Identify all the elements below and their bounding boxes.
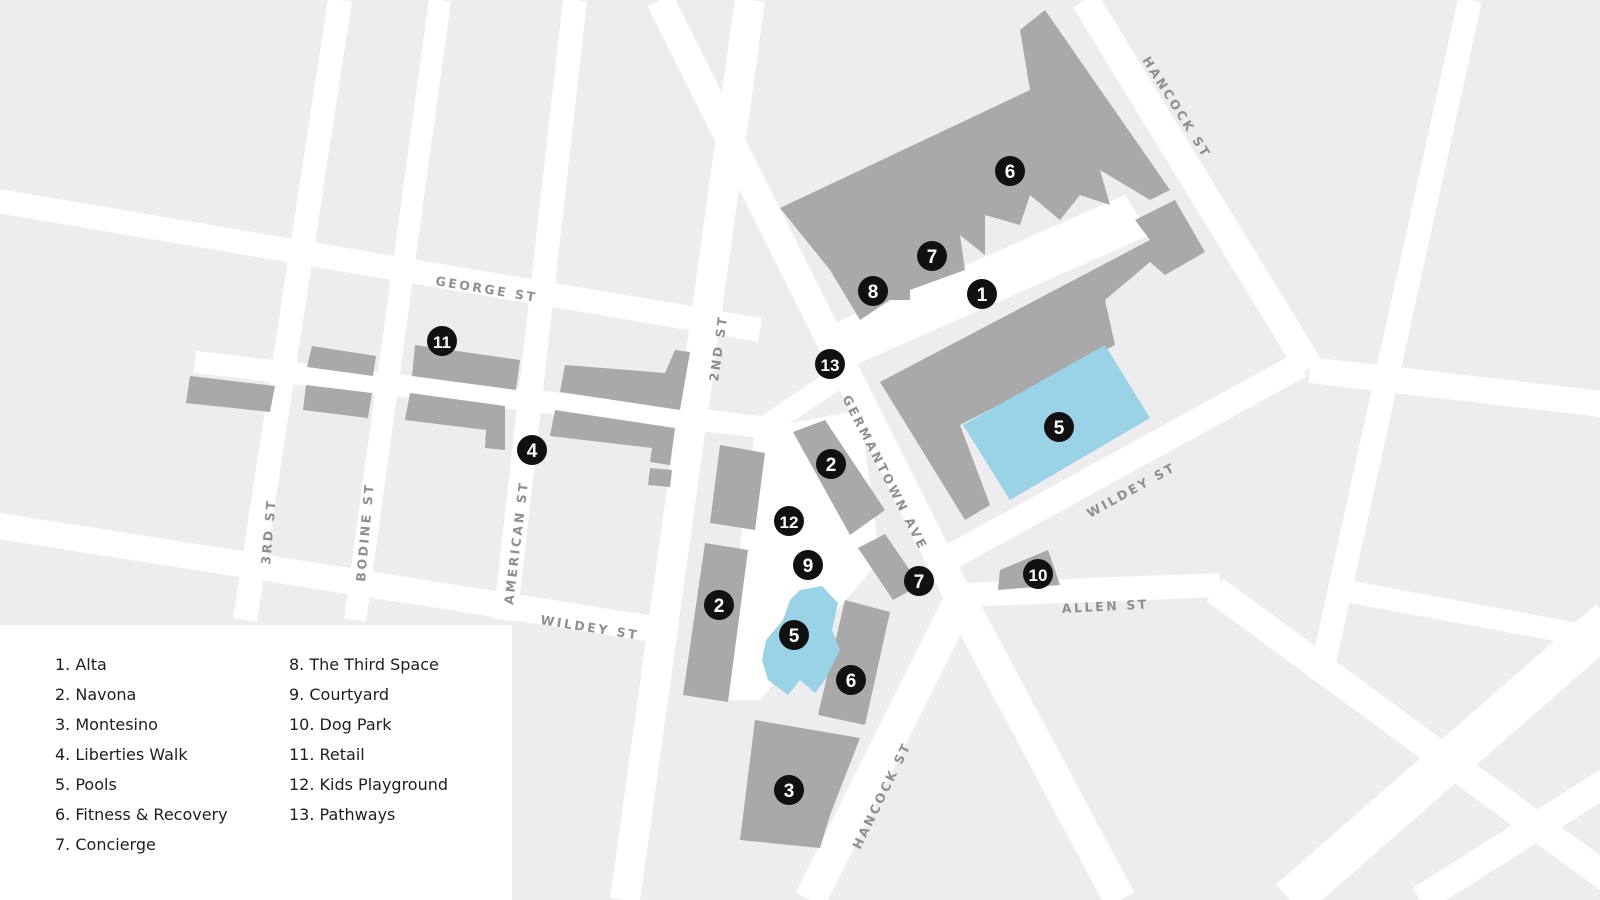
road-george-st xyxy=(0,189,763,342)
label-allen-st: ALLEN ST xyxy=(1061,596,1149,616)
building-left-4 xyxy=(405,393,505,450)
legend-item: 1. Alta xyxy=(55,655,107,674)
svg-text:9: 9 xyxy=(803,556,814,577)
alta-walkway xyxy=(830,195,1150,365)
legend-item: 8. The Third Space xyxy=(289,655,439,674)
building-mid-2 xyxy=(550,410,675,465)
label-third-st: 3RD ST xyxy=(258,498,279,565)
road-east-vertical xyxy=(1308,0,1482,683)
road-east-diag-2 xyxy=(1412,769,1600,900)
legend-item: 12. Kids Playground xyxy=(289,775,449,794)
building-left-3 xyxy=(303,385,372,418)
marker-11-retail[interactable]: 11 xyxy=(427,326,457,356)
svg-text:2: 2 xyxy=(826,455,837,476)
marker-6-fitness-low[interactable]: 6 xyxy=(836,665,866,695)
road-east-st xyxy=(1308,357,1600,417)
road-wildey-st-right xyxy=(938,353,1307,572)
legend-item: 4. Liberties Walk xyxy=(55,745,188,764)
legend-item: 6. Fitness & Recovery xyxy=(55,805,228,824)
road-american-st xyxy=(493,0,587,622)
svg-text:7: 7 xyxy=(914,572,925,593)
marker-5-pools-large[interactable]: 5 xyxy=(1044,412,1074,442)
svg-text:10: 10 xyxy=(1029,566,1048,585)
road-bodine-st xyxy=(344,0,451,622)
road-east-lower xyxy=(1276,604,1600,900)
legend-column-2: 8. The Third Space 9. Courtyard 10. Dog … xyxy=(289,650,448,830)
road-germantown-ave xyxy=(647,0,973,607)
marker-7-concierge-low[interactable]: 7 xyxy=(904,566,934,596)
marker-1-alta[interactable]: 1 xyxy=(967,279,997,309)
legend-panel xyxy=(0,625,512,900)
svg-text:7: 7 xyxy=(927,247,938,268)
legend-item: 13. Pathways xyxy=(289,805,396,824)
svg-text:12: 12 xyxy=(780,513,799,532)
svg-text:4: 4 xyxy=(527,441,538,462)
road-hancock-st-upper xyxy=(1073,0,1322,376)
svg-text:6: 6 xyxy=(846,671,857,692)
legend-column-1: 1. Alta 2. Navona 3. Montesino 4. Libert… xyxy=(55,650,228,860)
marker-2-navona-upper[interactable]: 2 xyxy=(816,449,846,479)
legend-item: 5. Pools xyxy=(55,775,117,794)
buildings xyxy=(186,10,1205,848)
marker-5-pools-courtyard[interactable]: 5 xyxy=(779,620,809,650)
svg-text:13: 13 xyxy=(821,356,840,375)
marker-9-courtyard[interactable]: 9 xyxy=(793,550,823,580)
road-germantown-lower xyxy=(945,592,1135,900)
road-liberties-walk-2 xyxy=(753,360,857,440)
markers: 6 7 8 1 13 5 11 4 2 12 9 7 10 2 5 6 3 xyxy=(427,156,1074,805)
road-allen-st xyxy=(959,573,1221,607)
marker-13-pathways[interactable]: 13 xyxy=(815,349,845,379)
legend-item: 9. Courtyard xyxy=(289,685,390,704)
svg-text:1: 1 xyxy=(977,285,988,306)
marker-10-dog-park[interactable]: 10 xyxy=(1023,559,1053,589)
marker-7-concierge-north[interactable]: 7 xyxy=(917,241,947,271)
legend-item: 3. Montesino xyxy=(55,715,158,734)
road-hancock-st-lower xyxy=(795,582,980,900)
svg-text:6: 6 xyxy=(1005,162,1016,183)
building-alta-south xyxy=(880,200,1205,520)
svg-text:5: 5 xyxy=(1054,418,1065,439)
building-retail-11 xyxy=(412,345,520,390)
marker-12-kids-playground[interactable]: 12 xyxy=(774,506,804,536)
legend-item: 10. Dog Park xyxy=(289,715,392,734)
road-liberties-walk xyxy=(193,351,772,439)
building-fitness-low xyxy=(818,600,890,725)
svg-text:2: 2 xyxy=(714,596,725,617)
building-left-1 xyxy=(186,376,275,412)
marker-4-liberties-walk[interactable]: 4 xyxy=(517,435,547,465)
svg-text:5: 5 xyxy=(789,626,800,647)
marker-6-fitness-north[interactable]: 6 xyxy=(995,156,1025,186)
road-east-lower-2 xyxy=(1337,579,1600,650)
road-third-st xyxy=(233,0,352,622)
svg-text:8: 8 xyxy=(868,282,879,303)
building-alta-north xyxy=(780,10,1170,320)
marker-3-montesino[interactable]: 3 xyxy=(774,775,804,805)
legend-item: 2. Navona xyxy=(55,685,137,704)
building-navona-left-1 xyxy=(710,445,765,530)
marker-8-third-space[interactable]: 8 xyxy=(858,276,888,306)
building-mid-1 xyxy=(560,350,690,410)
svg-text:3: 3 xyxy=(784,781,795,802)
building-left-2 xyxy=(307,346,376,376)
legend: 1. Alta 2. Navona 3. Montesino 4. Libert… xyxy=(55,650,515,890)
marker-2-navona-left[interactable]: 2 xyxy=(704,590,734,620)
building-mid-3 xyxy=(648,468,672,487)
svg-text:11: 11 xyxy=(433,333,451,352)
building-navona-upper xyxy=(793,420,885,535)
legend-item: 7. Concierge xyxy=(55,835,156,854)
legend-item: 11. Retail xyxy=(289,745,365,764)
road-wildey-st-left xyxy=(0,512,663,643)
building-navona-left-2 xyxy=(683,543,748,702)
